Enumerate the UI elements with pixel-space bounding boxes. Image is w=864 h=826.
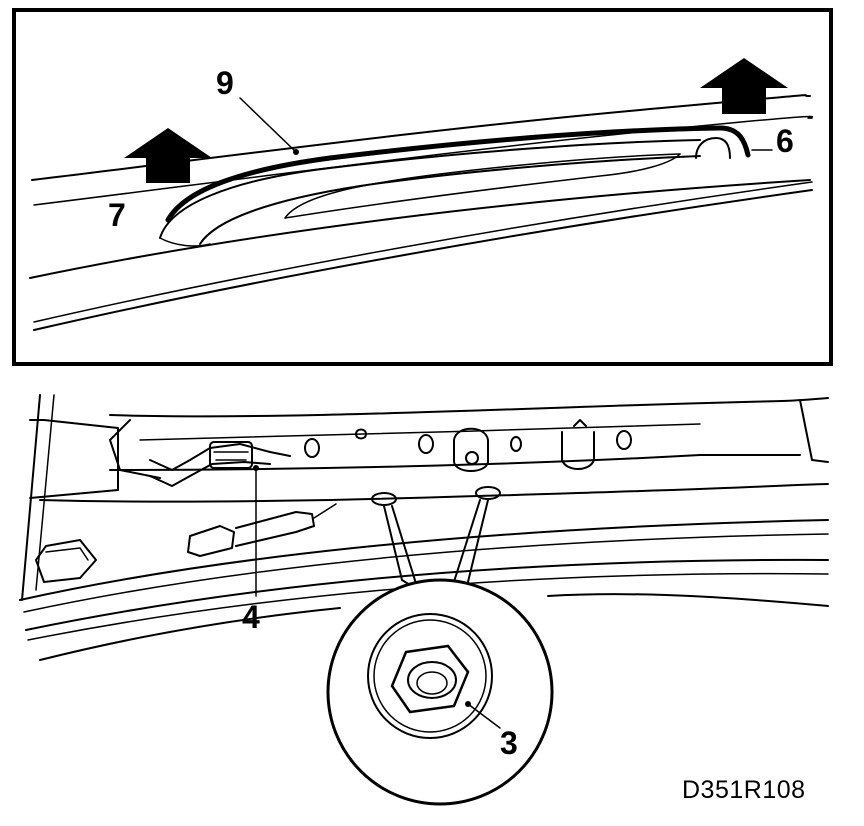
callout-3: 3 bbox=[500, 725, 518, 761]
callout-4: 4 bbox=[242, 599, 260, 635]
rail-holes bbox=[304, 419, 632, 472]
callout-9: 9 bbox=[216, 65, 234, 101]
lower-components bbox=[35, 503, 337, 583]
lift-arrow-front-icon bbox=[124, 128, 212, 183]
bottom-panel: 4 3 bbox=[19, 394, 829, 806]
figure-code: D351R108 bbox=[682, 776, 806, 804]
leader-9 bbox=[239, 97, 297, 153]
leader-9-dot bbox=[293, 149, 299, 155]
lift-arrow-rear-icon bbox=[700, 58, 788, 114]
nut-hole-left bbox=[371, 492, 397, 506]
top-panel: 9 6 7 bbox=[12, 8, 833, 366]
roof-rail bbox=[159, 125, 751, 247]
callout-6: 6 bbox=[776, 123, 794, 159]
leader-3 bbox=[467, 703, 501, 729]
wiring-connector bbox=[149, 441, 291, 487]
callout-7: 7 bbox=[108, 197, 126, 233]
roof-underside bbox=[19, 394, 829, 661]
nut-hole-right bbox=[475, 486, 501, 500]
hex-nut-icon bbox=[390, 644, 470, 714]
roof-rail-seal bbox=[165, 125, 751, 223]
nut-detail-magnifier bbox=[326, 499, 554, 806]
